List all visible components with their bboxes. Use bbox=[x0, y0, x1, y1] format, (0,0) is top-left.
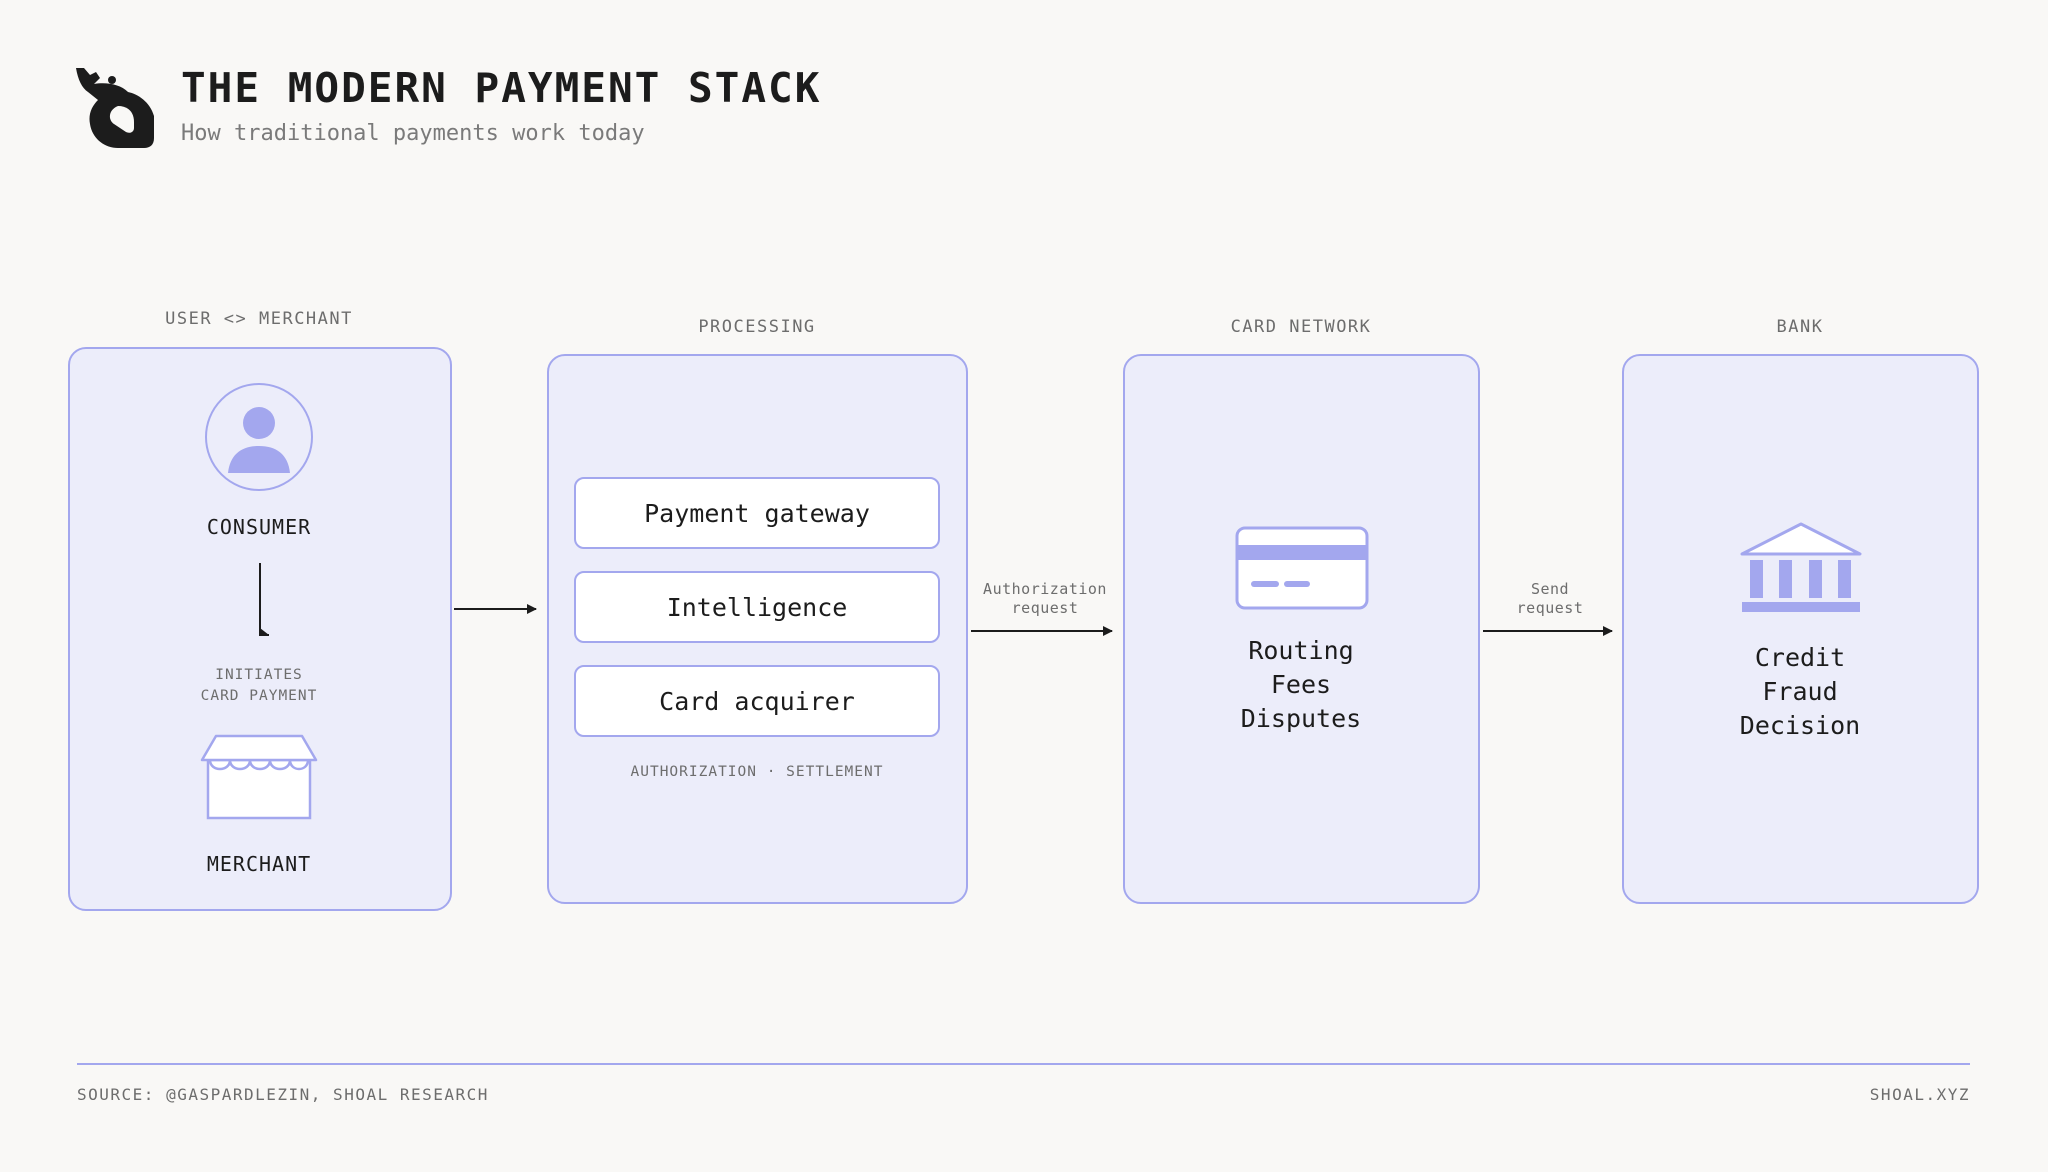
bank-line-fraud: Fraud bbox=[1762, 677, 1838, 706]
card-network-line-routing: Routing bbox=[1248, 636, 1354, 665]
footer-source: SOURCE: @GASPARDLEZIN, SHOAL RESEARCH bbox=[77, 1085, 489, 1104]
bank-panel bbox=[1622, 354, 1979, 904]
column-label-user-merchant: USER <> MERCHANT bbox=[165, 309, 353, 329]
authorization-settlement-caption: AUTHORIZATION · SETTLEMENT bbox=[630, 764, 884, 780]
bank-functions: Credit Fraud Decision bbox=[1740, 641, 1860, 743]
authorization-request-line-2: request bbox=[1011, 599, 1079, 617]
send-request-line-2: request bbox=[1516, 599, 1584, 617]
card-network-line-fees: Fees bbox=[1270, 670, 1332, 699]
payment-gateway-box: Payment gateway bbox=[574, 477, 940, 549]
credit-card-icon bbox=[1235, 526, 1369, 610]
initiates-line-2: CARD PAYMENT bbox=[200, 688, 318, 704]
bank-line-credit: Credit bbox=[1754, 643, 1846, 672]
column-label-card-network: CARD NETWORK bbox=[1230, 317, 1372, 337]
card-network-functions: Routing Fees Disputes bbox=[1241, 634, 1361, 736]
consumer-label: CONSUMER bbox=[206, 515, 312, 539]
initiates-line-1: INITIATES bbox=[215, 667, 303, 683]
authorization-request-label: Authorization request bbox=[983, 580, 1107, 618]
column-label-bank: BANK bbox=[1776, 317, 1824, 337]
intelligence-box: Intelligence bbox=[574, 571, 940, 643]
bank-line-decision: Decision bbox=[1739, 711, 1861, 740]
user-icon bbox=[205, 383, 313, 491]
send-request-label: Send request bbox=[1517, 580, 1584, 618]
shoal-logo-icon bbox=[76, 68, 154, 148]
card-network-line-disputes: Disputes bbox=[1240, 704, 1362, 733]
send-request-line-1: Send bbox=[1530, 580, 1570, 598]
card-network-panel bbox=[1123, 354, 1480, 904]
authorization-request-line-1: Authorization bbox=[983, 580, 1107, 598]
initiates-card-payment-caption: INITIATES CARD PAYMENT bbox=[201, 665, 318, 707]
footer-site: SHOAL.XYZ bbox=[1869, 1085, 1970, 1104]
storefront-icon bbox=[200, 734, 318, 820]
page-title: THE MODERN PAYMENT STACK bbox=[181, 64, 822, 112]
bank-icon bbox=[1740, 522, 1862, 612]
merchant-label: MERCHANT bbox=[206, 852, 312, 876]
column-label-processing: PROCESSING bbox=[698, 317, 816, 337]
page-subtitle: How traditional payments work today bbox=[181, 121, 645, 146]
card-acquirer-box: Card acquirer bbox=[574, 665, 940, 737]
footer-divider bbox=[77, 1063, 1970, 1065]
